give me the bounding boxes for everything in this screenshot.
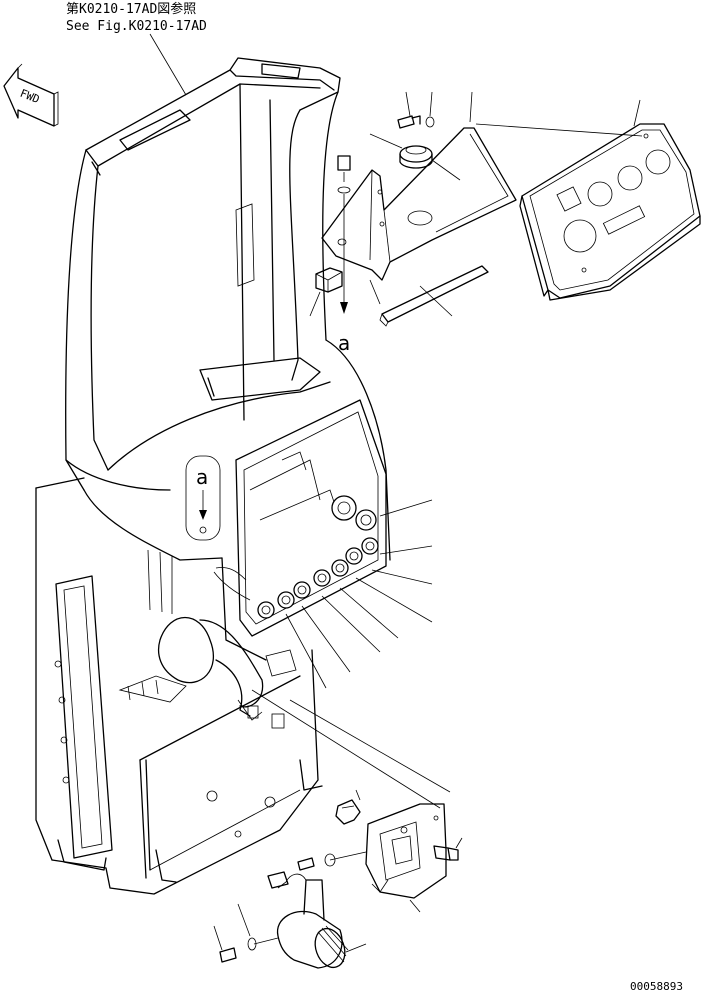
- reference-text-jp: 第K0210-17AD図参照: [66, 1, 196, 17]
- drawing-number: 00058893: [630, 980, 683, 993]
- horn-bracket: [213, 789, 463, 969]
- rotary-switch-icon: [257, 495, 379, 619]
- view-marker-a-arrow: a: [338, 331, 350, 355]
- console-housing: a: [65, 57, 391, 661]
- view-marker-a-body: a: [196, 465, 208, 489]
- reference-text-en: See Fig.K0210-17AD: [66, 19, 207, 34]
- leader-lines: [285, 499, 433, 689]
- wiring-harness: [118, 616, 451, 809]
- reference-leader-line: [149, 33, 187, 96]
- meter-bracket: a: [309, 91, 643, 355]
- switch-panel: [213, 399, 387, 637]
- fwd-arrow-icon: FWD: [3, 63, 59, 127]
- lower-frame: [35, 477, 323, 895]
- fwd-label: FWD: [18, 87, 41, 106]
- gauge-panel: [519, 123, 701, 301]
